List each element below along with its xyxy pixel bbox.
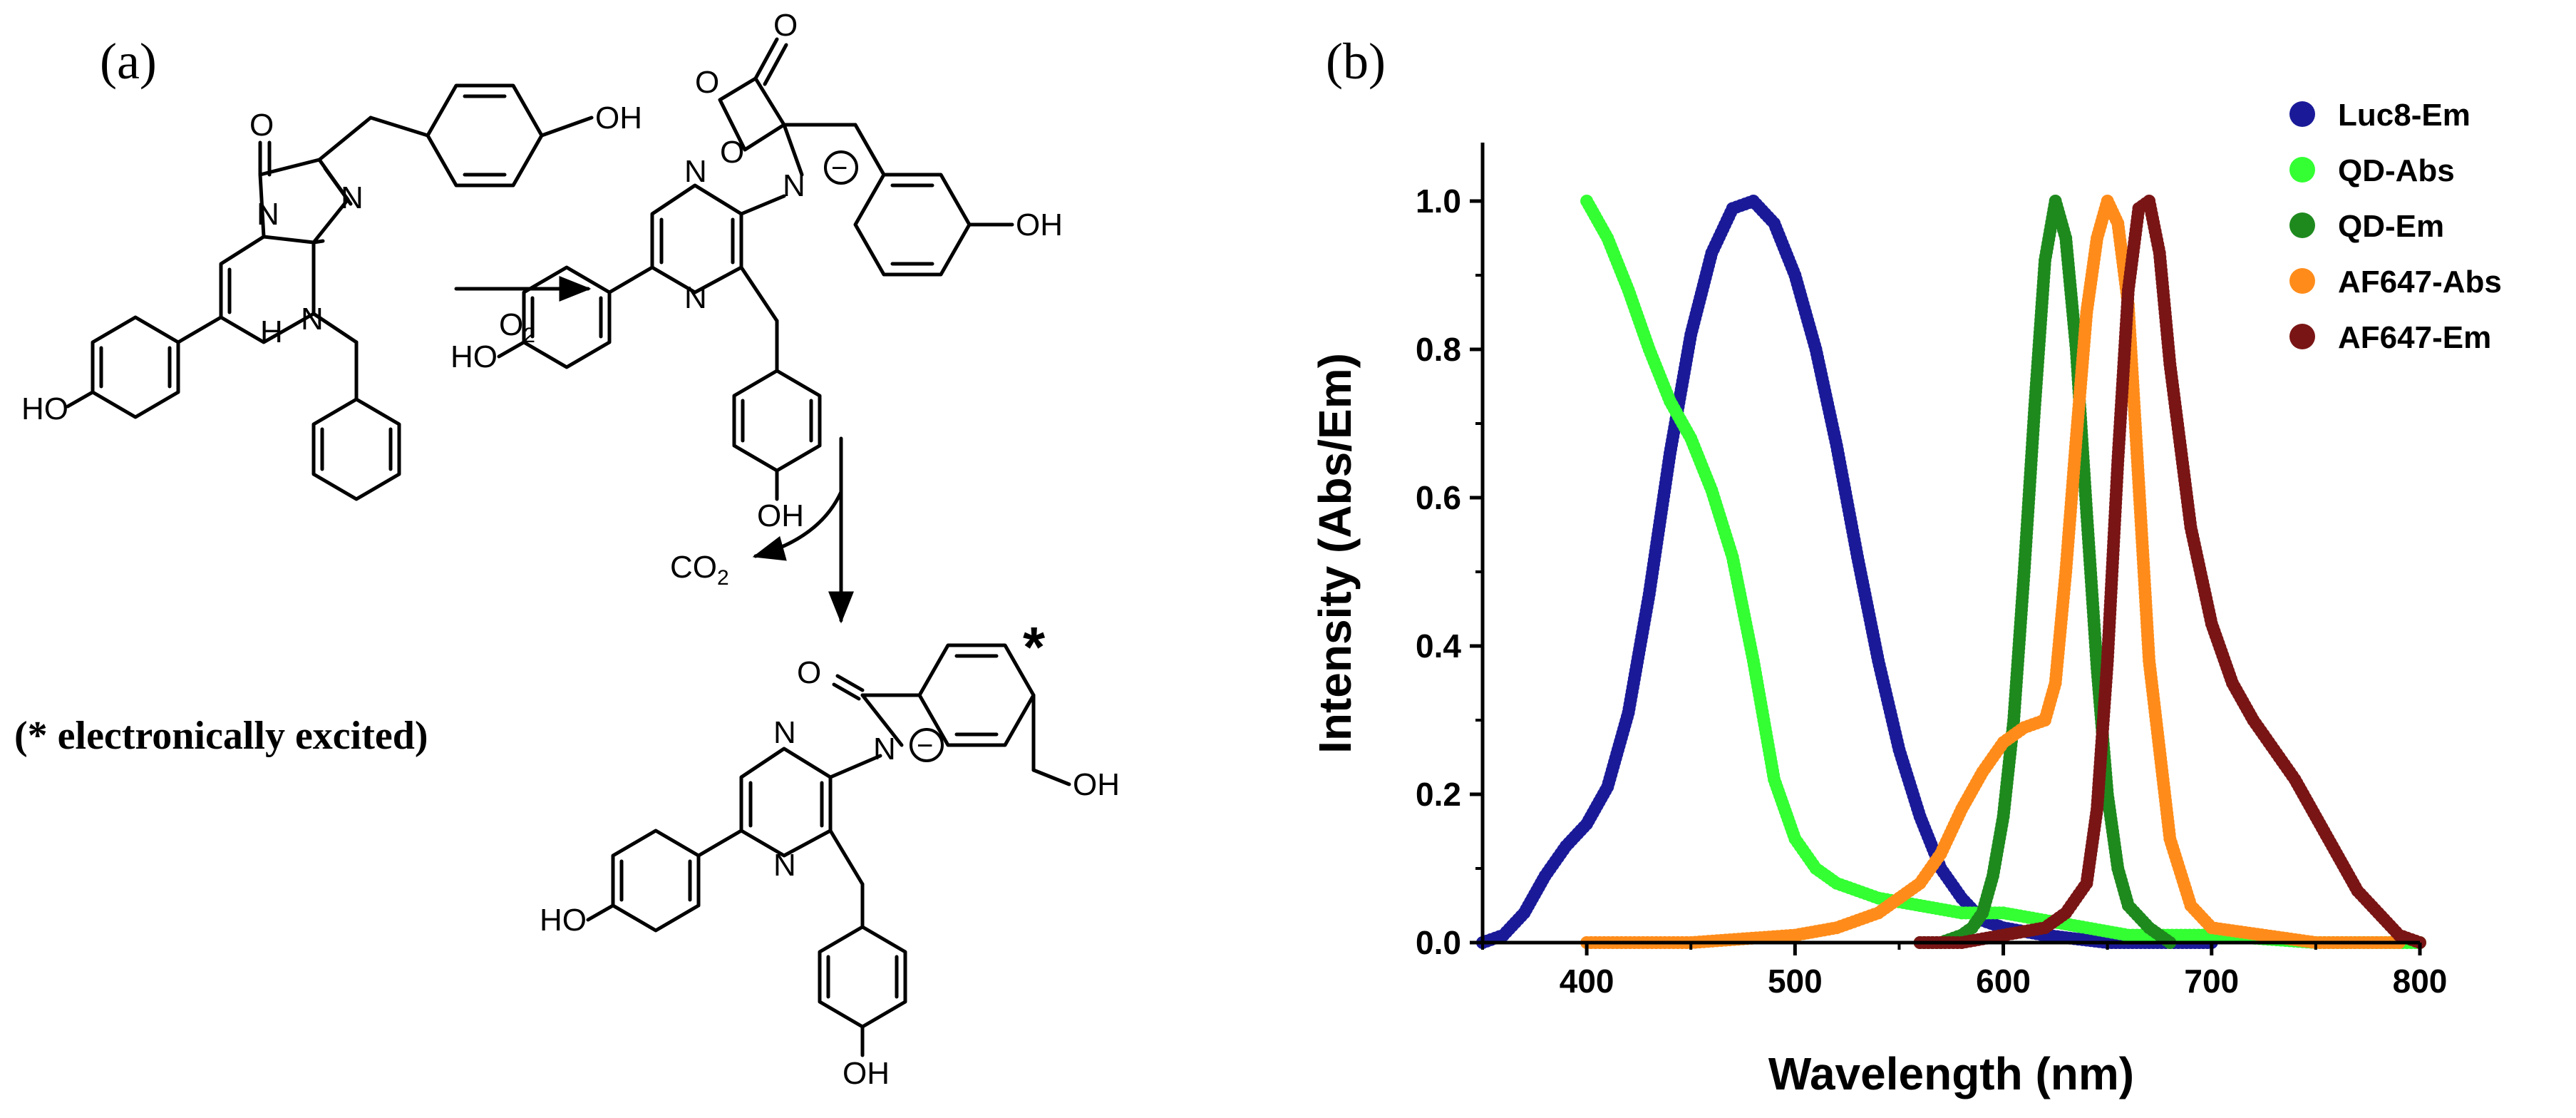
reaction-scheme: (a) (14, 8, 1120, 1091)
legend-label: AF647-Abs (2338, 265, 2502, 299)
x-tick-label: 700 (2184, 963, 2239, 1000)
y-tick-label: 0.8 (1416, 331, 1461, 368)
legend-swatch (2289, 212, 2315, 238)
legend-swatch (2289, 268, 2315, 294)
atom-label: O (797, 655, 821, 690)
atom-label: O (695, 65, 719, 100)
y-tick-label: 0.6 (1416, 479, 1461, 516)
byproduct-co2: CO2 (670, 550, 729, 590)
atom-label: N (773, 848, 796, 883)
atom-label: N (684, 280, 707, 315)
atom-label: OH (843, 1056, 890, 1091)
co2-release-arrow (752, 490, 843, 561)
reagent-o2: O2 (499, 307, 535, 347)
series-luc8-em (1476, 195, 2218, 949)
atom-label: N (783, 168, 805, 203)
anion-charge: − (910, 728, 944, 762)
legend-swatch (2289, 101, 2315, 127)
legend-item: AF647-Em (2289, 320, 2491, 355)
molecule-reactant (66, 83, 594, 501)
excited-state-note: (* electronically excited) (14, 714, 428, 758)
series-af647-em (1913, 195, 2426, 949)
atom-label: OH (1016, 207, 1063, 242)
x-axis-label: Wavelength (nm) (1768, 1048, 2134, 1099)
legend-label: Luc8-Em (2338, 98, 2471, 133)
atom-label: HO (540, 903, 587, 938)
x-tick-label: 800 (2393, 963, 2448, 1000)
atom-label: N (257, 197, 279, 232)
atom-label: O (773, 8, 798, 43)
svg-text:−: − (831, 153, 847, 184)
atom-label: N (341, 180, 364, 215)
atom-label: OH (1073, 767, 1120, 802)
atom-label: O (720, 135, 744, 170)
excited-state-mark: * (1023, 615, 1046, 679)
x-tick-label: 400 (1560, 963, 1614, 1000)
legend-swatch (2289, 157, 2315, 183)
y-tick-label: 0.4 (1416, 627, 1461, 665)
legend-label: QD-Abs (2338, 153, 2455, 188)
atom-label: N (873, 732, 896, 766)
atom-label: H (260, 314, 283, 349)
anion-charge: − (824, 150, 858, 185)
y-tick-label: 0.0 (1416, 924, 1461, 961)
panel-b-label: (b) (1326, 33, 1386, 90)
atom-label: HO (21, 391, 68, 426)
legend-item: QD-Abs (2289, 153, 2455, 188)
molecule-product (586, 643, 1071, 1057)
y-axis-label: Intensity (Abs/Em) (1309, 353, 1361, 754)
y-tick-label: 1.0 (1416, 183, 1461, 220)
atom-label: OH (595, 101, 642, 135)
atom-label: OH (757, 498, 804, 533)
legend-item: QD-Em (2289, 209, 2444, 244)
molecule-dioxetanone (497, 37, 1014, 501)
legend-label: AF647-Em (2338, 320, 2491, 355)
legend-label: QD-Em (2338, 209, 2444, 244)
axes: 400 500 600 700 800 0.0 0.2 0.4 0.6 0.8 1.0 (1416, 143, 2447, 1000)
x-tick-label: 600 (1976, 963, 2031, 1000)
atom-label: N (773, 715, 796, 750)
x-tick-label: 500 (1768, 963, 1823, 1000)
series-af647-abs (1580, 195, 2406, 949)
atom-label: N (684, 154, 707, 189)
atom-label: O (249, 108, 274, 143)
panel-a-label: (a) (100, 33, 157, 90)
atom-label: N (301, 302, 324, 337)
svg-text:−: − (917, 730, 933, 761)
plot-area (1476, 195, 2426, 949)
legend-swatch (2289, 324, 2315, 349)
y-tick-label: 0.2 (1416, 776, 1461, 813)
legend-item: AF647-Abs (2289, 265, 2502, 299)
atom-label: HO (450, 339, 498, 374)
legend-item: Luc8-Em (2289, 98, 2471, 133)
